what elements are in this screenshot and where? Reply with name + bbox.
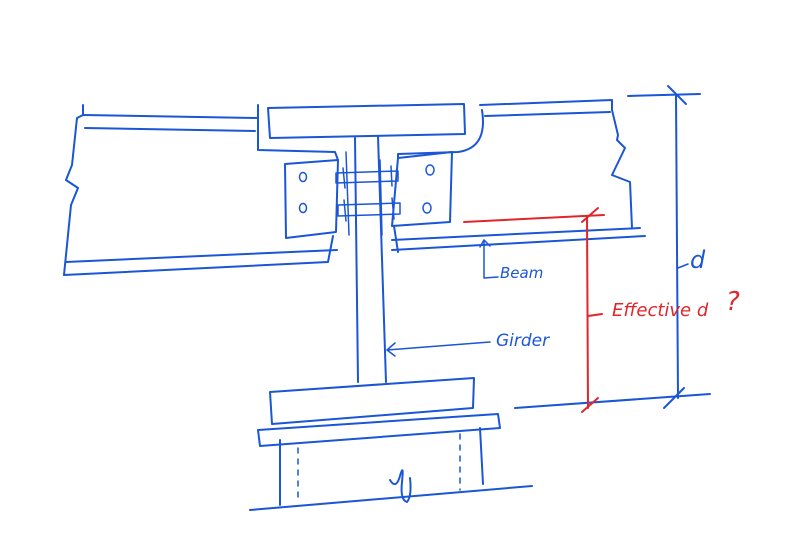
bolts [335,165,401,222]
beam-leader [479,239,499,279]
left-clip-angle [284,159,339,239]
girder-label: Girder [496,331,550,351]
depth-label: d [690,246,706,274]
effective-depth-dimension [463,207,605,413]
girder-bottom-flange [269,377,475,425]
support-member [249,413,533,511]
left-beam [63,104,339,276]
beam-label: Beam [500,264,543,282]
girder-top-flange [267,103,466,139]
question-mark: ? [726,287,740,317]
right-beam [391,99,646,253]
girder-leader [386,341,491,357]
girder-web [345,135,387,383]
effective-depth-label: Effective d [612,300,709,321]
right-clip-angle [391,151,453,227]
depth-dimension [514,85,711,409]
